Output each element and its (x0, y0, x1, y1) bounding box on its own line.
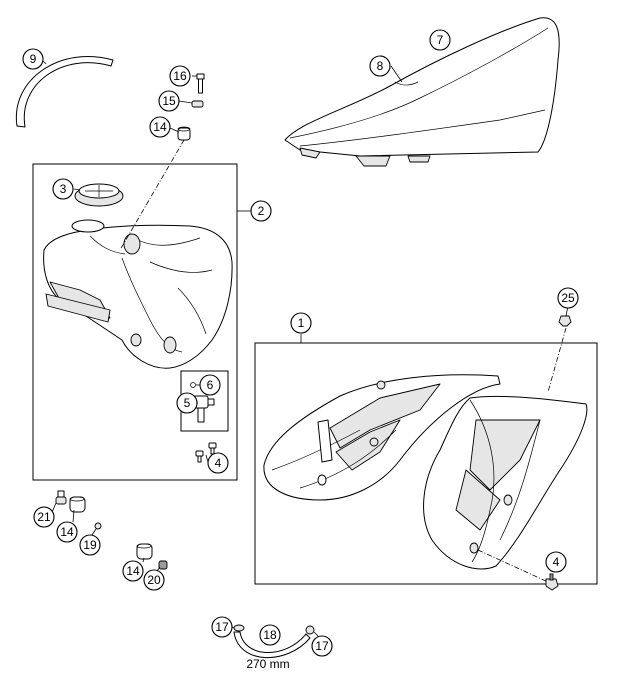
screw-part-16 (196, 73, 205, 94)
svg-text:14: 14 (60, 525, 74, 539)
grommet-part-14-left (69, 496, 86, 513)
svg-text:15: 15 (162, 94, 176, 108)
screw-part-20 (158, 560, 168, 570)
svg-text:3: 3 (60, 182, 67, 196)
svg-text:4: 4 (215, 456, 222, 470)
svg-text:25: 25 (561, 291, 575, 305)
svg-text:18: 18 (263, 628, 277, 642)
callout-15: 15 (158, 90, 180, 112)
svg-text:14: 14 (153, 120, 167, 134)
callout-14-top: 14 (149, 116, 171, 138)
svg-text:2: 2 (258, 204, 265, 218)
svg-text:8: 8 (377, 59, 384, 73)
screw-part-21 (55, 490, 67, 505)
callout-19: 19 (79, 534, 101, 556)
callout-6: 6 (199, 374, 221, 396)
callout-21: 21 (33, 506, 55, 528)
seat-part-7 (284, 17, 560, 167)
callout-1: 1 (290, 312, 312, 334)
svg-text:9: 9 (30, 52, 37, 66)
nut-part-25 (558, 315, 572, 327)
svg-text:19: 19 (83, 538, 97, 552)
callout-9: 9 (22, 48, 44, 70)
side-cover-right-part-1 (423, 395, 588, 570)
callout-14-lower: 14 (122, 560, 144, 582)
screw-part-4-cover (545, 573, 559, 591)
callout-16: 16 (169, 65, 191, 87)
screws-part-4-tank (195, 442, 217, 463)
side-cover-left-part-1 (263, 374, 501, 501)
washer-part-19 (94, 522, 102, 530)
grommet-part-14-lower (136, 543, 153, 560)
callout-7: 7 (429, 29, 451, 51)
svg-text:17: 17 (215, 620, 229, 634)
callout-17-left: 17 (211, 616, 233, 638)
callout-2: 2 (250, 200, 272, 222)
svg-text:16: 16 (173, 69, 187, 83)
callout-4-tank: 4 (207, 452, 229, 474)
svg-text:20: 20 (147, 573, 161, 587)
svg-text:7: 7 (437, 33, 444, 47)
grommet-part-14-top (177, 126, 191, 141)
hose-part-18 (233, 631, 311, 659)
svg-text:17: 17 (315, 639, 329, 653)
svg-text:6: 6 (207, 378, 214, 392)
callout-20: 20 (143, 569, 165, 591)
tank-cap-part-3 (74, 183, 124, 207)
callout-4-cover: 4 (545, 551, 567, 573)
callout-8: 8 (369, 55, 391, 77)
washer-part-15 (191, 100, 204, 108)
side-cover-group-frame (254, 342, 598, 585)
hose-part-9 (15, 55, 114, 128)
svg-text:21: 21 (37, 510, 51, 524)
svg-text:1: 1 (298, 316, 305, 330)
callout-14-left: 14 (56, 521, 78, 543)
svg-text:14: 14 (126, 564, 140, 578)
tank-group-frame (32, 163, 238, 481)
fuel-tap-part-5 (187, 395, 215, 423)
svg-text:4: 4 (553, 555, 560, 569)
svg-text:5: 5 (184, 396, 191, 410)
callout-3: 3 (52, 178, 74, 200)
callout-25: 25 (557, 287, 579, 309)
callout-18: 18 (259, 624, 281, 646)
callout-17-right: 17 (311, 635, 333, 657)
o-ring-part-6 (190, 382, 196, 388)
callout-5: 5 (176, 392, 198, 414)
dimension-label: 270 mm (246, 657, 289, 671)
fuel-tank-part-2 (43, 219, 233, 369)
